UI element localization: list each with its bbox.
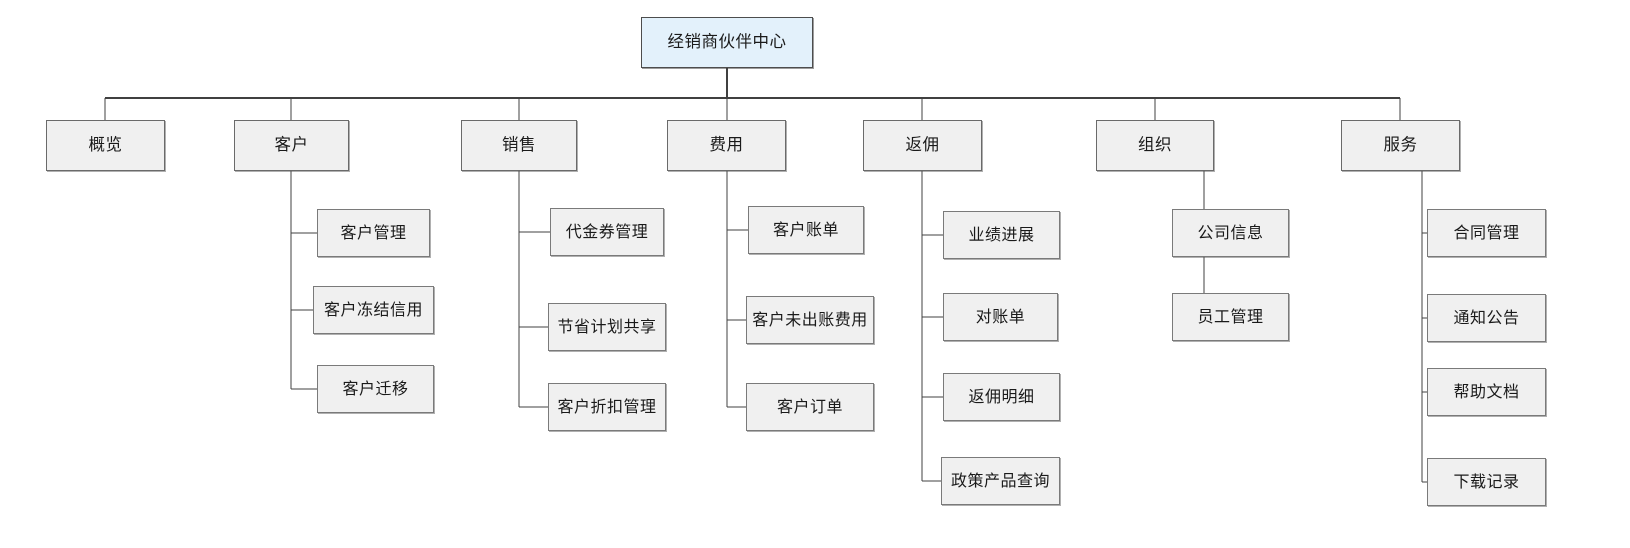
node-公司信息[interactable]: 公司信息: [1172, 209, 1289, 257]
node-客户迁移[interactable]: 客户迁移: [317, 365, 434, 413]
node-label: 客户迁移: [342, 379, 409, 399]
node-label: 客户: [274, 135, 309, 155]
node-label: 返佣明细: [968, 387, 1035, 407]
node-组织[interactable]: 组织: [1096, 120, 1214, 171]
node-返佣明细[interactable]: 返佣明细: [943, 373, 1060, 421]
node-label: 节省计划共享: [557, 317, 657, 337]
node-客户账单[interactable]: 客户账单: [748, 206, 864, 254]
node-下载记录[interactable]: 下载记录: [1427, 458, 1546, 506]
node-对账单[interactable]: 对账单: [943, 293, 1058, 341]
node-代金券管理[interactable]: 代金券管理: [550, 208, 664, 256]
node-label: 费用: [709, 135, 744, 155]
node-label: 公司信息: [1197, 223, 1264, 243]
node-label: 概览: [88, 135, 123, 155]
node-label: 政策产品查询: [950, 471, 1050, 491]
node-返佣[interactable]: 返佣: [863, 120, 982, 171]
node-业绩进展[interactable]: 业绩进展: [943, 211, 1060, 259]
node-label: 客户折扣管理: [557, 397, 657, 417]
node-客户订单[interactable]: 客户订单: [746, 383, 874, 431]
node-label: 员工管理: [1197, 307, 1264, 327]
node-概览[interactable]: 概览: [46, 120, 165, 171]
node-通知公告[interactable]: 通知公告: [1427, 294, 1546, 342]
node-费用[interactable]: 费用: [667, 120, 786, 171]
node-label: 返佣: [905, 135, 940, 155]
node-帮助文档[interactable]: 帮助文档: [1427, 368, 1546, 416]
node-label: 服务: [1383, 135, 1418, 155]
node-label: 销售: [502, 135, 536, 155]
node-label: 客户未出账费用: [752, 310, 868, 330]
node-label: 业绩进展: [968, 225, 1035, 245]
node-label: 客户冻结信用: [323, 300, 423, 320]
node-label: 经销商伙伴中心: [667, 32, 787, 52]
node-客户管理[interactable]: 客户管理: [317, 209, 430, 257]
node-label: 通知公告: [1453, 308, 1520, 328]
node-政策产品查询[interactable]: 政策产品查询: [941, 457, 1060, 505]
node-员工管理[interactable]: 员工管理: [1172, 293, 1289, 341]
node-label: 客户账单: [772, 220, 839, 240]
node-客户[interactable]: 客户: [234, 120, 349, 171]
node-客户未出账费用[interactable]: 客户未出账费用: [746, 296, 874, 344]
node-客户冻结信用[interactable]: 客户冻结信用: [313, 286, 434, 334]
node-服务[interactable]: 服务: [1341, 120, 1460, 171]
node-节省计划共享[interactable]: 节省计划共享: [548, 303, 666, 351]
node-label: 对账单: [975, 307, 1026, 327]
node-root[interactable]: 经销商伙伴中心: [641, 17, 813, 68]
node-label: 合同管理: [1453, 223, 1520, 243]
node-合同管理[interactable]: 合同管理: [1427, 209, 1546, 257]
node-label: 帮助文档: [1453, 382, 1520, 402]
node-客户折扣管理[interactable]: 客户折扣管理: [548, 383, 666, 431]
node-label: 客户管理: [340, 223, 407, 243]
node-label: 组织: [1138, 135, 1172, 155]
node-label: 客户订单: [776, 397, 843, 417]
node-销售[interactable]: 销售: [461, 120, 577, 171]
node-label: 下载记录: [1453, 472, 1520, 492]
node-label: 代金券管理: [565, 222, 649, 242]
